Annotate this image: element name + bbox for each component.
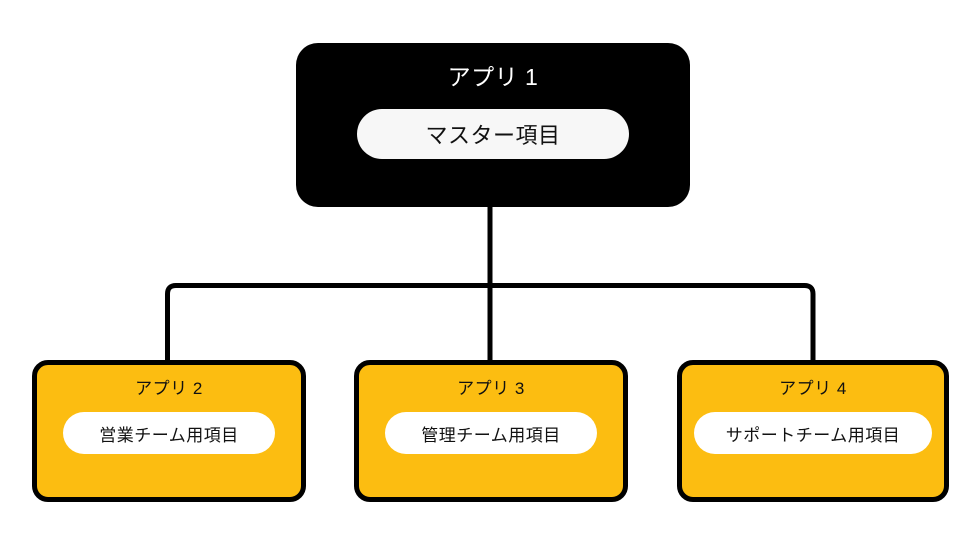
node-app1-item-pill[interactable]: マスター項目 [357, 109, 629, 159]
node-app4-title: アプリ 4 [779, 379, 847, 398]
node-app4-item-pill[interactable]: サポートチーム用項目 [694, 412, 932, 454]
node-app3-title: アプリ 3 [457, 379, 525, 398]
node-app2-title: アプリ 2 [135, 379, 203, 398]
node-app2-item-pill[interactable]: 営業チーム用項目 [63, 412, 275, 454]
node-app2[interactable]: アプリ 2 営業チーム用項目 [32, 360, 306, 502]
node-app3[interactable]: アプリ 3 管理チーム用項目 [354, 360, 628, 502]
connector-bus [165, 283, 816, 360]
node-app4[interactable]: アプリ 4 サポートチーム用項目 [677, 360, 949, 502]
node-app1-title: アプリ 1 [447, 64, 539, 90]
node-app1[interactable]: アプリ 1 マスター項目 [296, 43, 690, 207]
node-app3-item-pill[interactable]: 管理チーム用項目 [385, 412, 597, 454]
